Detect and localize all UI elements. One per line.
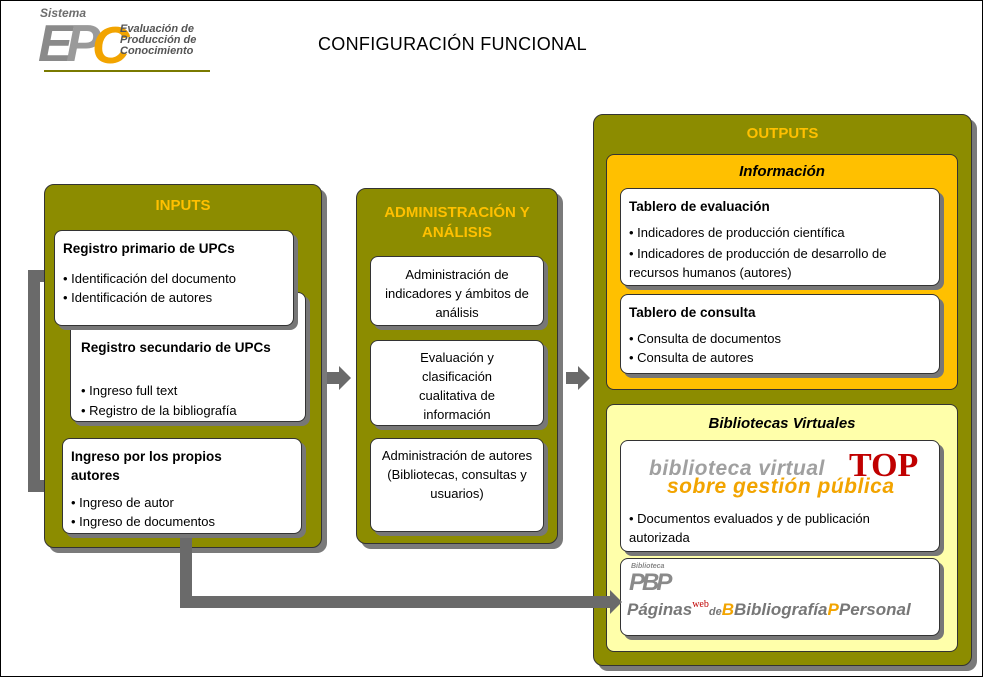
biblioteca-virtual-top-box: biblioteca virtual TOP sobre gestión púb… — [620, 440, 940, 552]
arrow-inputs-admin-shaft — [327, 372, 339, 384]
tablero-evaluacion-item-1: • Indicadores de producción científica — [629, 225, 845, 240]
logo-line-3: Conocimiento — [120, 45, 194, 57]
bvt-line2: sobre gestión pública — [667, 475, 895, 498]
pbp-logo: PBP — [629, 569, 672, 596]
bvt-line1: biblioteca virtual — [649, 457, 825, 480]
tablero-consulta-item-2: • Consulta de autores — [629, 350, 754, 365]
bvt-item: • Documentos evaluados y de publicación … — [629, 511, 870, 545]
logo-letter-p: P — [66, 15, 101, 73]
registro-primario-item-1: • Identificación del documento — [63, 271, 236, 286]
feedback-connector-vertical — [28, 270, 40, 490]
tablero-evaluacion-item-2: • Indicadores de producción de desarroll… — [629, 246, 887, 280]
tablero-consulta-item-1: • Consulta de documentos — [629, 331, 781, 346]
tablero-evaluacion-heading: Tablero de evaluación — [629, 199, 770, 214]
registro-secundario-heading: Registro secundario de UPCs — [81, 340, 271, 355]
pbp-small-label: Biblioteca — [631, 563, 665, 570]
registro-primario-item-2: • Identificación de autores — [63, 290, 213, 305]
admin-autores-box: Administración de autores (Bibliotecas, … — [370, 438, 544, 532]
logo-letter-e: E — [38, 15, 73, 73]
registro-secundario-item-2: • Registro de la bibliografía — [81, 403, 237, 418]
pbp-bibliografia: Bibliografía — [734, 600, 828, 619]
arrow-inputs-admin-head — [339, 366, 351, 390]
admin-indicadores-text: Administración de indicadores y ámbitos … — [385, 267, 529, 320]
registro-primario-heading: Registro primario de UPCs — [63, 241, 235, 256]
pbp-de: de — [708, 606, 722, 618]
registro-primario-box: Registro primario de UPCs • Identificaci… — [54, 230, 294, 326]
logo-text: Evaluación de Producción de Conocimiento — [120, 24, 196, 57]
ingreso-autores-item-1: • Ingreso de autor — [71, 495, 174, 510]
pbp-personal: Personal — [838, 600, 911, 619]
outputs-title: OUTPUTS — [746, 125, 819, 142]
bottom-connector-vertical — [180, 538, 192, 606]
tablero-consulta-heading: Tablero de consulta — [629, 305, 756, 320]
ingreso-autores-box: Ingreso por los propios autores • Ingres… — [62, 438, 302, 534]
arrow-admin-outputs-shaft — [566, 372, 578, 384]
inputs-title: INPUTS — [155, 197, 211, 214]
admin-evaluacion-box: Evaluación y clasificación cualitativa d… — [370, 340, 544, 426]
bibliotecas-title: Bibliotecas Virtuales — [708, 415, 856, 432]
logo-sistema: Sistema — [40, 6, 87, 20]
logo-line-1: Evaluación de — [120, 23, 194, 35]
admin-title: ADMINISTRACIÓN Y ANÁLISIS — [384, 204, 530, 241]
pbp-p: P — [827, 600, 839, 619]
logo-line-2: Producción de — [120, 34, 197, 46]
bottom-connector-horizontal — [180, 596, 612, 608]
tablero-evaluacion-box: Tablero de evaluación • Indicadores de p… — [620, 188, 940, 286]
pbp-paginas: Páginas — [627, 600, 693, 619]
informacion-title: Información — [739, 163, 825, 180]
pbp-caption: PáginaswebdeBBibliografíaPPersonal — [627, 599, 911, 620]
logo-letter-c: C — [92, 17, 130, 75]
arrow-admin-outputs-head — [578, 366, 590, 390]
ingreso-autores-item-2: • Ingreso de documentos — [71, 514, 216, 529]
admin-evaluacion-text: Evaluación y clasificación cualitativa d… — [419, 350, 495, 422]
bvt-logo: biblioteca virtual TOP sobre gestión púb… — [649, 447, 929, 501]
tablero-consulta-box: Tablero de consulta • Consulta de docume… — [620, 294, 940, 374]
logo-underline — [44, 70, 210, 72]
admin-autores-text: Administración de autores (Bibliotecas, … — [381, 448, 533, 501]
registro-secundario-item-1: • Ingreso full text — [81, 383, 178, 398]
pbp-b: B — [721, 600, 734, 619]
bottom-connector-arrow-head — [610, 590, 622, 614]
pbp-box: Biblioteca PBP PáginaswebdeBBibliografía… — [620, 558, 940, 636]
pbp-web: web — [692, 599, 709, 610]
ingreso-autores-heading: Ingreso por los propios autores — [71, 449, 222, 483]
page-title: CONFIGURACIÓN FUNCIONAL — [318, 34, 587, 54]
bvt-top: TOP — [849, 447, 919, 484]
admin-indicadores-box: Administración de indicadores y ámbitos … — [370, 256, 544, 326]
epc-logo: Sistema E P C Evaluación de Producción d… — [14, 6, 214, 76]
